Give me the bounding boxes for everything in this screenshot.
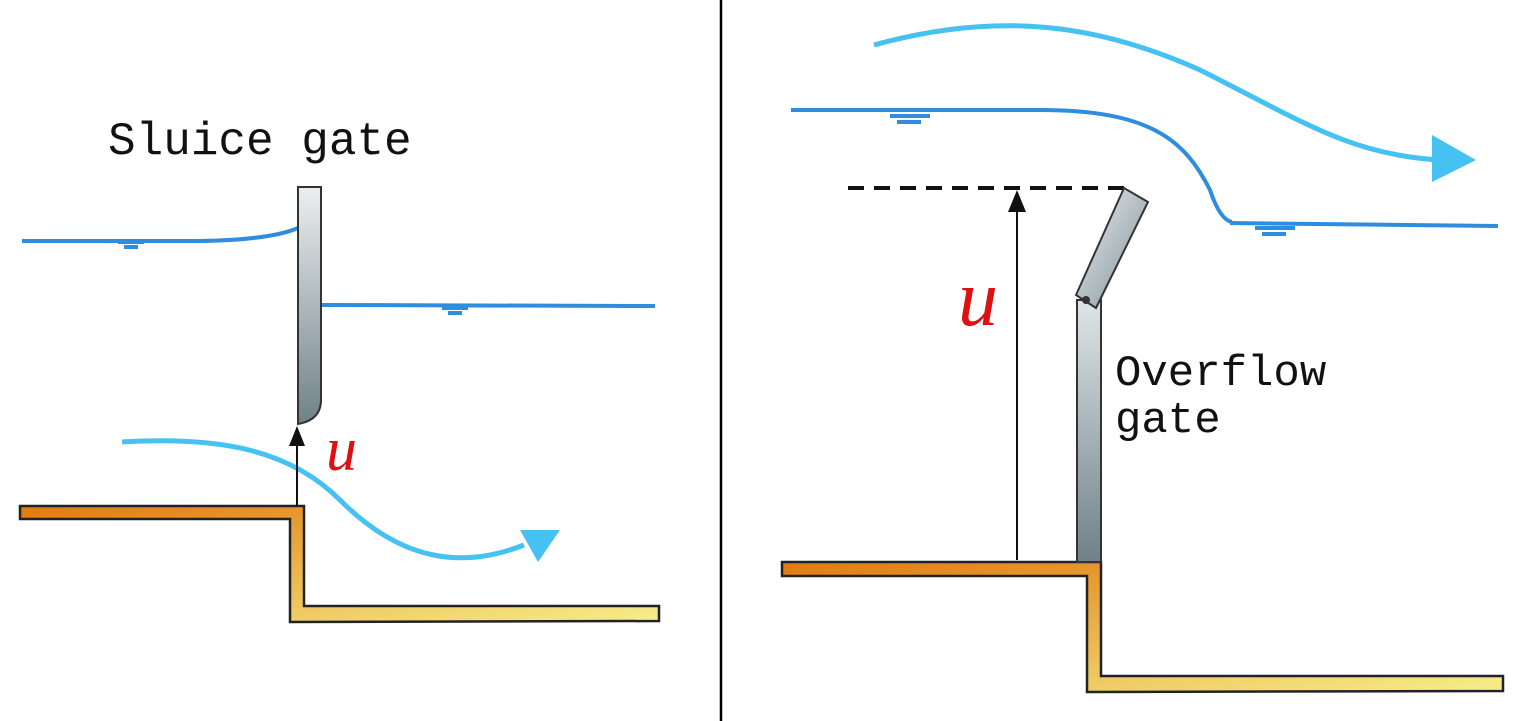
sluice-gate-body [297,186,322,426]
overflow-gate-title-line2: gate [1115,396,1221,446]
overflow-gate-leaf [1074,186,1150,310]
flow-arrow-icon [121,438,525,561]
water-level-marker-icon [1255,226,1295,236]
flow-arrow-icon [873,23,1441,163]
upstream-water-surface [22,226,299,243]
flow-arrowhead [520,530,560,562]
sluice-opening-variable: u [326,416,357,484]
overflow-height-variable: u [958,255,998,343]
overflow-gate-title-line1: Overflow [1115,349,1326,399]
downstream-water-surface [1229,221,1499,228]
overflow-gate-post [1076,299,1102,563]
overflow-gate-panel: u Overflow gate [780,23,1505,694]
flow-arrowhead [1432,135,1476,182]
measure-arrowhead [289,426,305,446]
sluice-floor [18,504,661,624]
downstream-water-surface [320,303,656,308]
water-level-marker-icon [890,114,930,124]
water-level-marker-icon [118,240,144,249]
measure-arrowhead [1008,190,1026,212]
sluice-gate-title: Sluice gate [108,116,412,168]
upstream-water-surface [791,108,1233,224]
sluice-gate-panel: Sluice gate u [18,116,661,624]
overflow-floor [780,560,1505,694]
gate-hinge [1082,296,1090,304]
water-level-marker-icon [442,306,468,315]
